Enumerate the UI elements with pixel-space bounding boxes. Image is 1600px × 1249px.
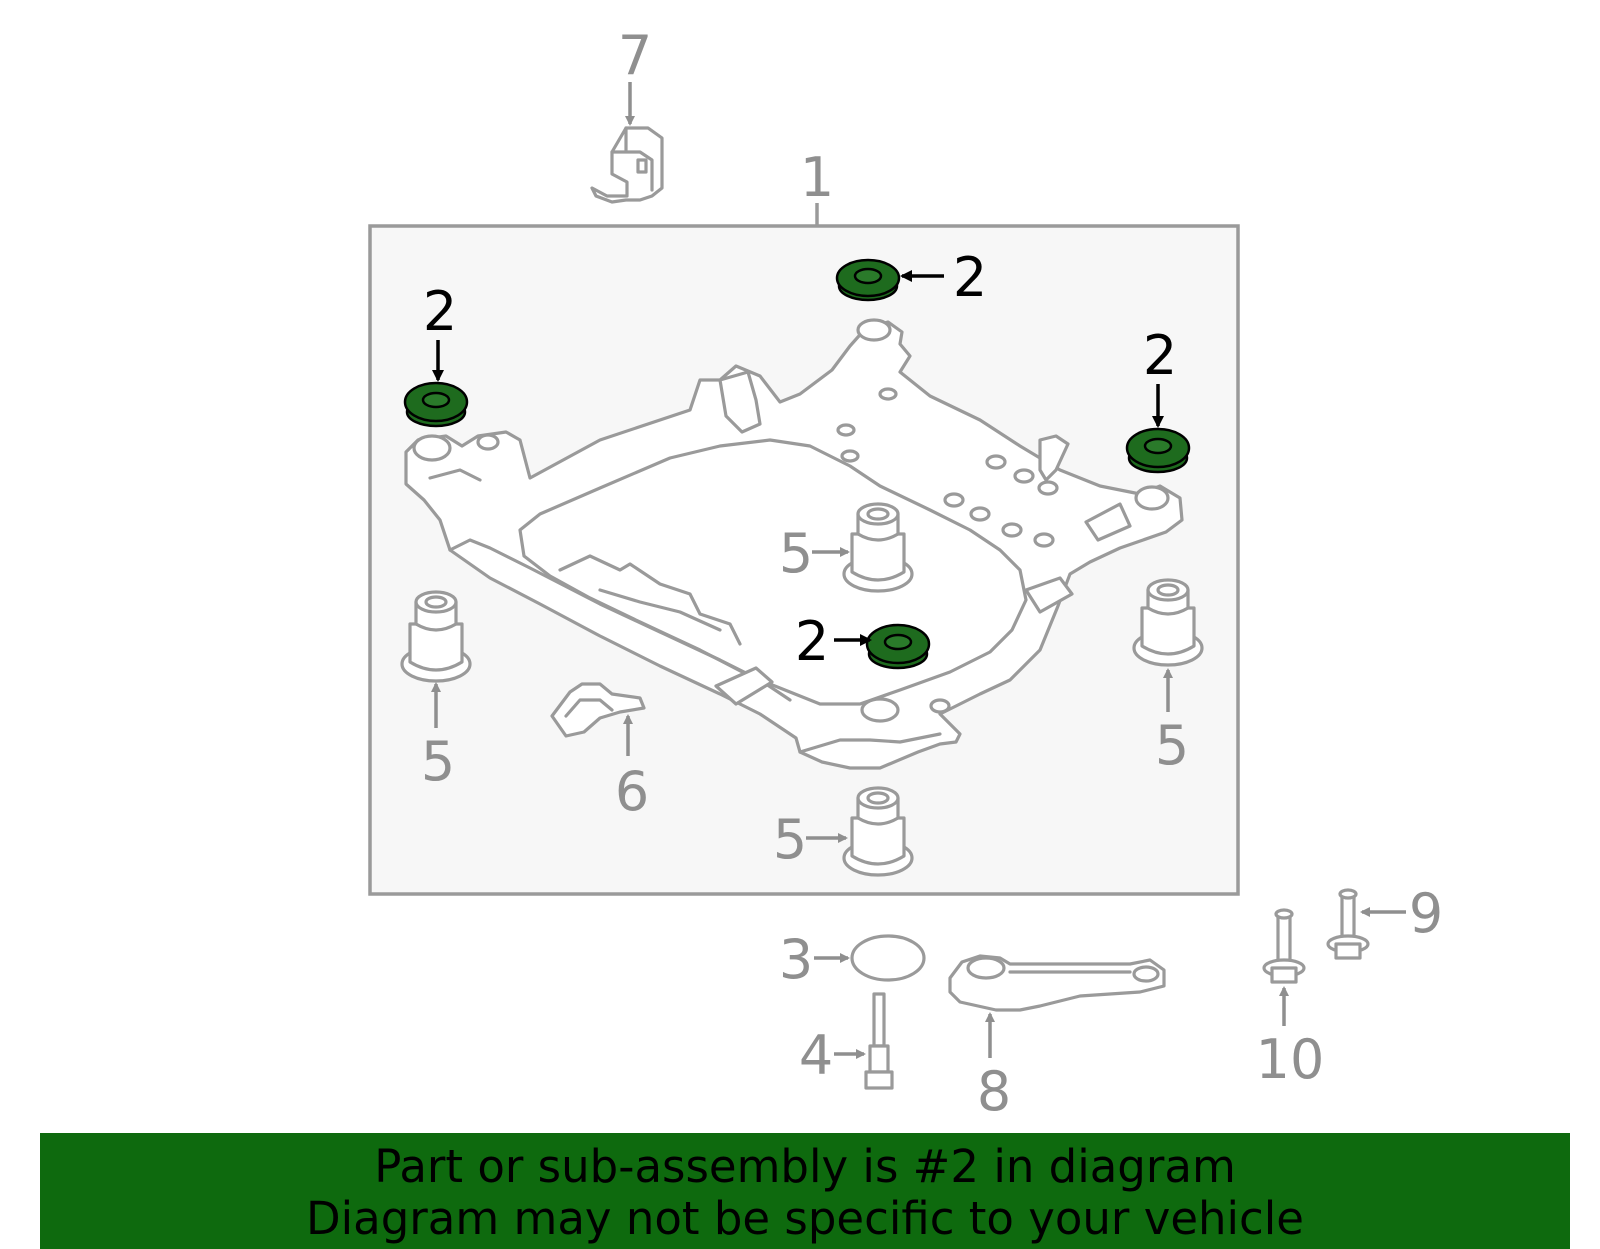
callout-3: 3 xyxy=(779,928,813,991)
callout-5-left: 5 xyxy=(421,730,455,793)
part-info-banner: Part or sub-assembly is #2 in diagram Di… xyxy=(40,1133,1570,1249)
callout-10: 10 xyxy=(1256,1028,1325,1091)
callout-2-top: 2 xyxy=(953,246,987,309)
part-2-insulator-center[interactable] xyxy=(865,623,931,670)
part-3-ring[interactable] xyxy=(850,934,926,982)
part-6-clip[interactable] xyxy=(550,682,646,738)
subframe-crossmember[interactable] xyxy=(404,318,1184,770)
part-2-insulator-right[interactable] xyxy=(1125,427,1191,474)
callout-8: 8 xyxy=(977,1060,1011,1123)
banner-line-2: Diagram may not be specific to your vehi… xyxy=(306,1192,1304,1245)
banner-line-1: Part or sub-assembly is #2 in diagram xyxy=(374,1140,1236,1193)
callout-5-right: 5 xyxy=(1155,714,1189,777)
part-5-bushing-right[interactable] xyxy=(1132,578,1204,667)
part-2-insulator-top[interactable] xyxy=(835,258,901,302)
callout-4: 4 xyxy=(799,1024,833,1087)
callout-5-bottom: 5 xyxy=(773,808,807,871)
part-2-insulator-left[interactable] xyxy=(403,381,469,428)
part-8-bracket[interactable] xyxy=(948,954,1166,1012)
callout-6: 6 xyxy=(615,760,649,823)
part-10-bolt[interactable] xyxy=(1262,908,1306,984)
callout-5-center: 5 xyxy=(779,522,813,585)
callout-7: 7 xyxy=(618,24,652,87)
part-5-bushing-center[interactable] xyxy=(842,502,914,593)
part-7-bracket[interactable] xyxy=(590,126,664,204)
part-9-bolt[interactable] xyxy=(1326,888,1370,960)
callout-9: 9 xyxy=(1409,882,1443,945)
part-4-bolt[interactable] xyxy=(864,992,894,1090)
callout-1: 1 xyxy=(800,146,834,209)
callout-2-left: 2 xyxy=(423,280,457,343)
part-5-bushing-bottom[interactable] xyxy=(842,786,914,877)
part-5-bushing-left[interactable] xyxy=(400,590,472,683)
callout-2-right: 2 xyxy=(1143,324,1177,387)
callout-2-center: 2 xyxy=(795,610,829,673)
